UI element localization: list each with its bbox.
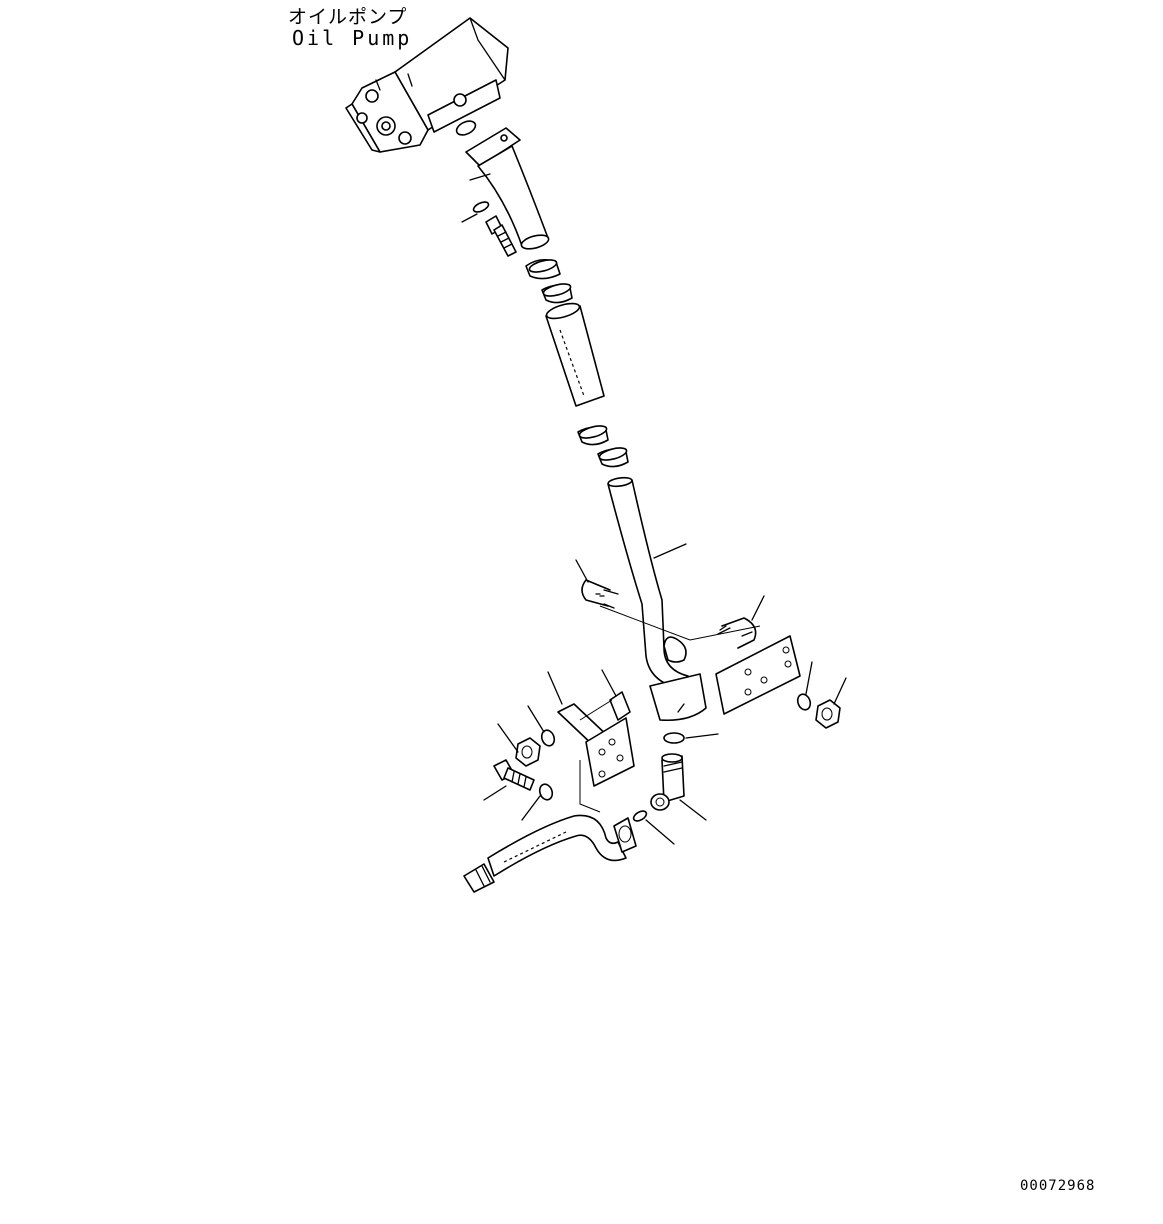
drawing-number: 00072968 [1020,1178,1096,1194]
plate-washer [796,693,812,711]
elbow-fitting [650,753,685,811]
u-bolt-left [581,579,619,609]
assembly-guide-line [579,699,613,813]
washer [472,201,490,213]
mounting-plate [715,635,801,715]
oil-pump-label-jp: オイルポンプ [288,6,408,28]
leader-line [679,799,707,821]
hose-clamp-upper-1 [525,258,561,280]
leader-line [483,785,507,801]
pump-o-ring [455,120,477,136]
leader-line [521,795,541,821]
bracket-bolt [493,759,535,791]
pressure-hose [463,814,637,893]
bracket-nut [515,737,541,767]
leader-line [645,819,675,845]
hose-o-ring [632,810,648,822]
bolt-washer [538,783,554,801]
assembly-guide-line [599,605,761,641]
leader-line [575,559,589,583]
leader-line [547,671,563,705]
leader-line [497,723,519,753]
hose-clamp-lower-2 [597,447,629,468]
leader-line [461,173,491,223]
leader-line [751,595,765,621]
plate-nut [815,699,841,729]
suction-tube [607,476,707,722]
fitting-o-ring [663,732,685,744]
flange-elbow [465,127,550,250]
hose-clamp-lower-1 [577,425,609,446]
bolt [485,215,517,257]
suction-hose [545,302,605,407]
leader-line [805,661,813,695]
leader-line [601,669,617,697]
leader-line [685,733,719,739]
oil-pump-label-en: Oil Pump [292,26,413,50]
clip [609,691,631,721]
bracket-washer [540,729,556,747]
oil-pump [345,17,509,153]
leader-line [833,677,847,705]
hose-clamp-upper-2 [541,283,573,304]
bracket [557,703,635,787]
leader-line [527,705,545,733]
u-bolt-right [717,617,757,649]
leader-line [653,543,687,559]
